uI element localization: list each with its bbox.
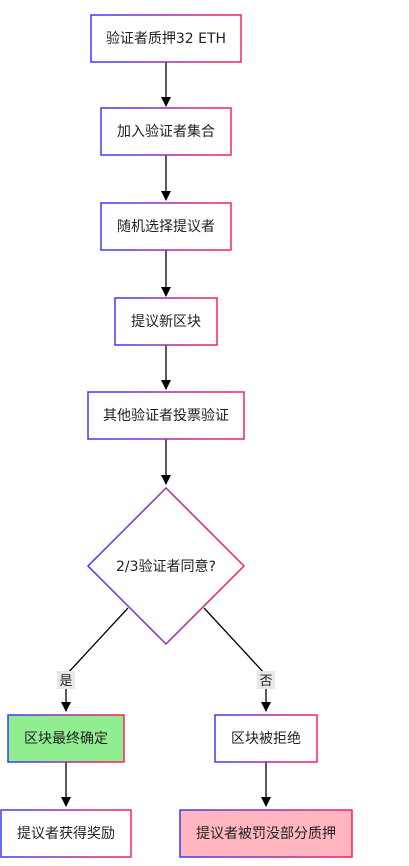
node-vote-label: 其他验证者投票验证 (103, 408, 229, 424)
node-stake: 验证者质押32 ETH (90, 14, 242, 63)
node-finalized: 区块最终确定 (7, 714, 125, 763)
node-propose: 提议新区块 (114, 297, 218, 346)
edge-decision-finalized (61, 607, 129, 712)
node-reward-label: 提议者获得奖励 (17, 825, 115, 842)
node-join: 加入验证者集合 (100, 107, 232, 156)
node-slashed: 提议者被罚没部分质押 (179, 809, 353, 858)
node-rejected-label: 区块被拒绝 (231, 731, 301, 747)
node-finalized-label: 区块最终确定 (24, 731, 108, 747)
edge-label-yes-text: 是 (59, 674, 72, 689)
edge-label-no-text: 否 (259, 674, 272, 689)
node-reward: 提议者获得奖励 (0, 809, 132, 858)
edge-label-yes: 是 (57, 671, 75, 689)
node-join-label: 加入验证者集合 (117, 123, 215, 140)
node-stake-label: 验证者质押32 ETH (106, 31, 226, 47)
edge-decision-rejected (203, 607, 271, 712)
node-select-label: 随机选择提议者 (117, 219, 215, 235)
node-slashed-label: 提议者被罚没部分质押 (196, 826, 336, 842)
node-rejected: 区块被拒绝 (214, 714, 318, 763)
edge-label-no: 否 (257, 671, 275, 689)
node-decision-label: 2/3验证者同意? (116, 558, 216, 575)
node-propose-label: 提议新区块 (131, 314, 201, 330)
node-select: 随机选择提议者 (100, 202, 232, 251)
node-decision: 2/3验证者同意? (86, 486, 246, 646)
node-vote: 其他验证者投票验证 (87, 391, 245, 440)
